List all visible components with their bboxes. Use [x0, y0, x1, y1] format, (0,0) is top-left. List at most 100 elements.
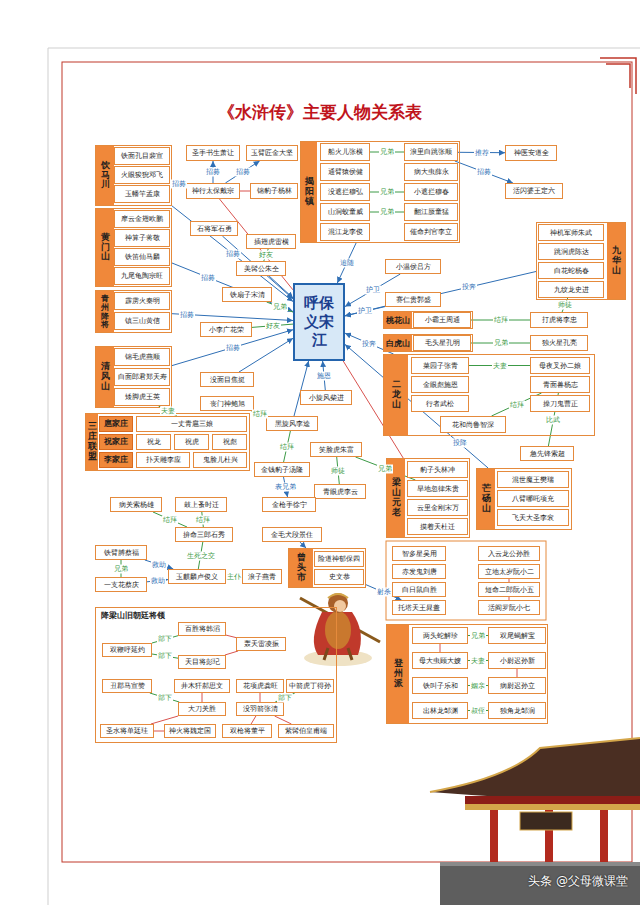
person-name: 菜园子张青 — [423, 361, 458, 371]
edge-label: 生死之交 — [186, 551, 216, 560]
person-name: 白面郎君郑天寿 — [118, 372, 167, 382]
person-name: 白日鼠白胜 — [402, 585, 437, 595]
person-box: 小遮拦穆春 — [404, 183, 458, 201]
person-name: 天目将彭玘 — [185, 657, 220, 667]
person-name: 拚命三郎石秀 — [183, 530, 225, 540]
connector — [154, 731, 164, 732]
person-name: 毛头星孔明 — [425, 338, 460, 348]
person-box: 石将军石勇 — [190, 221, 238, 236]
connector — [345, 344, 488, 468]
person-box: 八臂哪吒项充 — [497, 490, 569, 507]
person-name: 丧门神鲍旭 — [210, 399, 245, 409]
person-name: 翻江蜃童猛 — [414, 207, 449, 217]
person-box: 扑天雕李应 — [136, 452, 190, 468]
edge-label: 投奔 — [361, 339, 377, 348]
monkey-illustration — [300, 593, 380, 666]
connector — [153, 512, 187, 527]
center-box: 呼保义宋江 — [293, 283, 345, 361]
person-box: 没遮拦穆弘 — [320, 183, 370, 201]
edge-label: 兄弟 — [493, 339, 509, 348]
person-name: 入云龙公孙胜 — [488, 549, 530, 559]
person-box: 井木犴郝思文 — [174, 679, 230, 693]
person-box: 丑郡马宣赞 — [102, 679, 152, 693]
pavilion-illustration — [430, 738, 640, 905]
group-box: 降梁山旧朝廷将领百胜将韩滔轰天雷凌振双鞭呼延灼天目将彭玘丑郡马宣赞井木犴郝思文花… — [95, 607, 337, 743]
group-name: 登州派 — [394, 659, 403, 689]
person-box: 小李广花荣 — [200, 322, 252, 337]
edge-label: 招募 — [179, 310, 195, 319]
person-box: 丧门神鲍旭 — [200, 396, 254, 411]
edge-label: 夫妻 — [470, 656, 486, 665]
group-band: 白虎山 — [384, 335, 412, 351]
person-name: 金毛犬段景住 — [271, 530, 313, 540]
group-band: 曾头市 — [289, 549, 313, 587]
person-name: 急先锋索超 — [530, 449, 565, 459]
watermark: 头条 @父母微课堂 — [528, 873, 628, 890]
person-name: 小温侯吕方 — [396, 262, 431, 272]
person-name: 立地太岁阮小二 — [485, 567, 534, 577]
person-name: 祝家庄 — [104, 437, 128, 447]
connector — [150, 693, 179, 702]
connector — [172, 263, 293, 312]
person-name: 花和尚鲁智深 — [452, 420, 494, 430]
connector — [251, 716, 256, 724]
person-box: 病大虫薛永 — [404, 163, 458, 181]
person-box: 鼓上蚤时迁 — [175, 497, 227, 512]
person-name: 李家庄 — [104, 455, 128, 465]
person-name: 大刀关胜 — [188, 704, 216, 714]
person-name: 打虎将李忠 — [542, 315, 577, 325]
page-edge — [48, 48, 49, 905]
group-band: 二龙山 — [384, 355, 408, 435]
person-name: 浪里白跳张顺 — [410, 147, 452, 157]
edge-label: 招募 — [225, 343, 241, 352]
label-cell: 扈家庄 — [99, 416, 133, 432]
person-name: 石将军石勇 — [197, 224, 232, 234]
edge-label: 投降 — [452, 439, 468, 448]
person-name: 九尾龟陶宗旺 — [121, 271, 163, 281]
edge-label: 结拜 — [162, 515, 178, 524]
person-name: 病尉迟孙立 — [500, 681, 535, 691]
person-name: 铁扇子宋清 — [230, 290, 265, 300]
person-name: 操刀鬼曹正 — [543, 399, 578, 409]
person-name: 独角龙邹润 — [500, 706, 535, 716]
edge-label: 部下 — [277, 693, 293, 702]
connector — [440, 644, 441, 652]
person-box: 白花蛇杨春 — [538, 262, 604, 279]
person-box: 险道神郁保四 — [314, 551, 364, 567]
connector — [220, 199, 294, 290]
person-name: 险道神郁保四 — [318, 554, 360, 564]
person-name: 铁臂膊蔡福 — [104, 548, 139, 558]
edge-label: 招募 — [171, 180, 187, 189]
connector — [225, 161, 259, 183]
group-name: 二龙山 — [392, 380, 401, 410]
person-name: 山洞蛟童威 — [328, 207, 363, 217]
person-box: 跳涧虎陈达 — [538, 243, 604, 260]
person-box: 神行太保戴宗 — [186, 183, 240, 199]
person-name: 金枪手徐宁 — [272, 500, 307, 510]
group-box: 二龙山菜园子张青母夜叉孙二娘金眼彪施恩青面兽杨志行者武松操刀鬼曹正花和尚鲁智深 — [383, 354, 595, 436]
person-box: 铁臂膊蔡福 — [95, 545, 147, 560]
person-box: 神算子蒋敬 — [114, 229, 170, 247]
person-box: 镇三山黄信 — [114, 312, 170, 330]
person-name: 小李广花荣 — [209, 325, 244, 335]
edge-label: 招募 — [200, 273, 216, 282]
person-box: 菜园子张青 — [411, 357, 469, 374]
person-name: 神行太保戴宗 — [192, 186, 234, 196]
group-band: 桃花山 — [384, 312, 412, 328]
person-name: 九纹龙史进 — [554, 285, 589, 295]
person-box: 行者武松 — [411, 395, 469, 412]
person-name: 托塔天王晁盖 — [398, 603, 440, 613]
person-box: 摸着天杜迁 — [407, 518, 468, 535]
edge-label: 招募 — [235, 168, 251, 177]
group-band: 饮马川 — [96, 146, 114, 205]
person-name: 病关索杨雄 — [119, 500, 154, 510]
person-box: 玉臂匠金大坚 — [246, 145, 298, 161]
group-name: 清风山 — [101, 362, 110, 392]
person-name: 小遮拦穆春 — [414, 187, 449, 197]
group-name: 白虎山 — [386, 338, 410, 349]
person-box: 小尉迟孙新 — [488, 652, 546, 669]
person-box: 没羽箭张清 — [236, 702, 284, 716]
person-name: 小霸王周通 — [425, 315, 460, 325]
person-name: 黑旋风李逵 — [275, 419, 310, 429]
edge-label: 兄弟 — [113, 564, 129, 573]
